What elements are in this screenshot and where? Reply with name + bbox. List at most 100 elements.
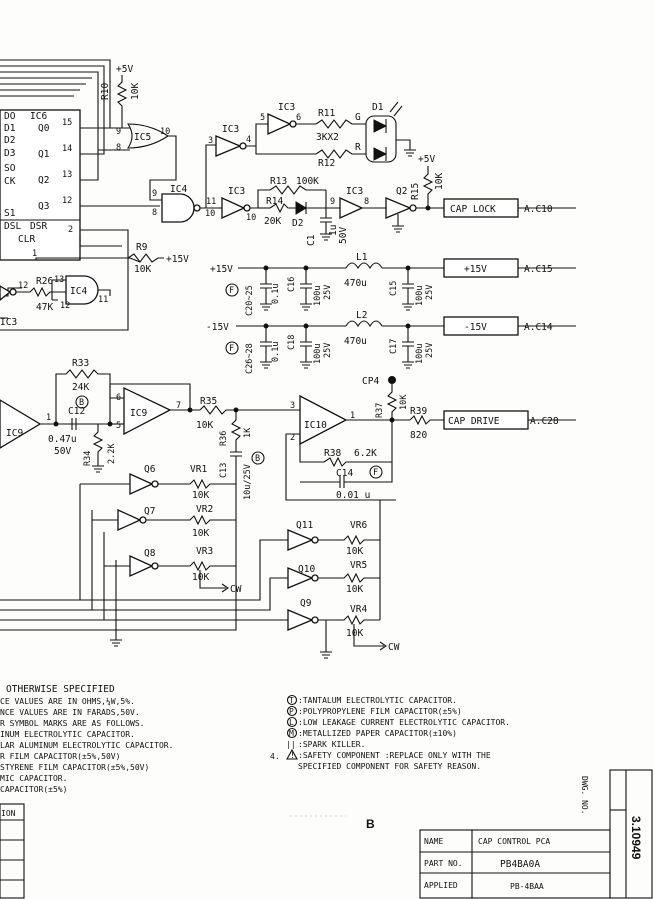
svg-text:R14: R14 — [266, 196, 283, 207]
svg-text:0.1u: 0.1u — [271, 284, 281, 304]
power-filter-15v: +15V C20~25 0.1u F C16 100u 25V L1 470u … — [210, 252, 444, 316]
title-part-number: PB4BA0A — [500, 859, 540, 870]
svg-text:VR1: VR1 — [190, 464, 207, 475]
svg-text:10K: 10K — [130, 83, 141, 100]
svg-text::TANTALUM ELECTROLYTIC CAPACIT: :TANTALUM ELECTROLYTIC CAPACITOR. — [298, 696, 457, 705]
svg-text:CAP DRIVE: CAP DRIVE — [448, 416, 500, 427]
svg-text:C18: C18 — [287, 335, 297, 350]
ic5-or-gate — [126, 123, 169, 149]
svg-text:B: B — [255, 454, 260, 464]
svg-text:Q6: Q6 — [144, 464, 156, 475]
svg-text:APPLIED: APPLIED — [424, 881, 458, 890]
svg-text:100u: 100u — [415, 286, 425, 306]
svg-text:R36: R36 — [219, 431, 229, 446]
svg-text:F: F — [373, 468, 378, 478]
svg-text::LOW LEAKAGE CURRENT ELECTROLY: :LOW LEAKAGE CURRENT ELECTROLYTIC CAPACI… — [298, 718, 510, 727]
svg-text:2: 2 — [68, 225, 73, 235]
svg-text:C14: C14 — [336, 468, 353, 479]
svg-text:10K: 10K — [346, 546, 363, 557]
svg-text:Q10: Q10 — [298, 564, 315, 575]
svg-text:DO: DO — [4, 111, 16, 122]
svg-text:C12: C12 — [68, 406, 85, 417]
svg-text:Q11: Q11 — [296, 520, 313, 531]
svg-text:Q7: Q7 — [144, 506, 155, 517]
svg-text:NAME: NAME — [424, 837, 443, 846]
svg-text:DWG. NO.: DWG. NO. — [580, 776, 589, 815]
svg-text:A.C14: A.C14 — [524, 322, 553, 333]
svg-text:9: 9 — [152, 189, 157, 199]
svg-text:4.: 4. — [270, 752, 280, 761]
svg-text:5: 5 — [116, 421, 121, 431]
svg-text:F: F — [229, 286, 234, 296]
svg-text:R11: R11 — [318, 108, 335, 119]
svg-text:13: 13 — [54, 275, 64, 285]
svg-text:A.C10: A.C10 — [524, 204, 553, 215]
svg-text:1K: 1K — [243, 427, 253, 438]
svg-text:DSR: DSR — [30, 221, 47, 232]
svg-text:M: M — [289, 729, 294, 738]
svg-text:||: || — [286, 740, 296, 749]
svg-text:10K: 10K — [346, 628, 363, 639]
svg-text:Q9: Q9 — [300, 598, 312, 609]
svg-text:11: 11 — [98, 295, 108, 305]
connector-cap-lock: CAP LOCK A.C10 — [443, 198, 576, 218]
svg-text:R SYMBOL MARKS ARE AS FOLLOWS.: R SYMBOL MARKS ARE AS FOLLOWS. — [0, 719, 145, 728]
svg-text:F: F — [229, 344, 234, 354]
svg-text:R FILM CAPACITOR(±5%,50V): R FILM CAPACITOR(±5%,50V) — [0, 752, 120, 761]
svg-text:NCE VALUES ARE IN FARADS,50V.: NCE VALUES ARE IN FARADS,50V. — [0, 708, 140, 717]
svg-text:8: 8 — [152, 208, 157, 218]
ic9-integrator: IC9 1 R33 24K C12 B 0.47u 50V R34 2.2K I… — [0, 358, 300, 500]
svg-text:C26~28: C26~28 — [245, 343, 255, 374]
svg-text:0.47u: 0.47u — [48, 434, 77, 445]
svg-text:Q2: Q2 — [396, 186, 407, 197]
svg-text:D1: D1 — [372, 102, 384, 113]
svg-text:100u: 100u — [313, 286, 323, 306]
svg-text:STYRENE FILM CAPACITOR(±5%,50V: STYRENE FILM CAPACITOR(±5%,50V) — [0, 763, 149, 772]
svg-text:4: 4 — [246, 135, 251, 145]
svg-text:R9: R9 — [136, 242, 148, 253]
connector-minus15: -15V A.C14 — [443, 316, 576, 336]
svg-text:0.01 u: 0.01 u — [336, 490, 370, 501]
svg-text:+15V: +15V — [464, 264, 487, 275]
svg-text:CW: CW — [388, 642, 400, 653]
svg-text:D2: D2 — [4, 135, 15, 146]
svg-text:3: 3 — [208, 136, 213, 146]
svg-text:6: 6 — [116, 393, 121, 403]
svg-text:L1: L1 — [356, 252, 368, 263]
svg-text:10: 10 — [205, 209, 215, 219]
svg-text:R15: R15 — [410, 183, 421, 200]
svg-text:10K: 10K — [192, 528, 209, 539]
svg-text:SO: SO — [4, 163, 16, 174]
ic4-nand-gate: IC4 9 8 10 — [152, 144, 218, 223]
svg-text:R34: R34 — [83, 451, 93, 466]
svg-text:5: 5 — [260, 113, 265, 123]
title-name: CAP CONTROL PCA — [478, 837, 550, 846]
svg-text:R38: R38 — [324, 448, 341, 459]
svg-text:ION: ION — [1, 809, 16, 818]
svg-text:R35: R35 — [200, 396, 217, 407]
svg-text:10K: 10K — [346, 584, 363, 595]
svg-text:CAP LOCK: CAP LOCK — [450, 204, 496, 215]
svg-text:7: 7 — [176, 401, 181, 411]
svg-text:10u/25V: 10u/25V — [243, 464, 253, 500]
svg-text:PB-4BAA: PB-4BAA — [510, 882, 544, 891]
svg-text:L2: L2 — [356, 310, 367, 321]
svg-text:100K: 100K — [296, 176, 319, 187]
svg-text:10K: 10K — [434, 173, 445, 190]
svg-text:!: ! — [290, 751, 295, 760]
svg-text:IC9: IC9 — [130, 408, 147, 419]
svg-text:10K: 10K — [399, 394, 409, 410]
svg-text:1u: 1u — [328, 225, 339, 236]
svg-text:C1: C1 — [306, 234, 317, 246]
svg-text:R13: R13 — [270, 176, 287, 187]
svg-text:VR2: VR2 — [196, 504, 213, 515]
svg-text:IC3: IC3 — [346, 186, 363, 197]
svg-text:50V: 50V — [338, 227, 349, 244]
svg-text:R12: R12 — [318, 158, 335, 169]
svg-text:IC4: IC4 — [170, 184, 187, 195]
q9-q11-switch-bank: Q11 Q10 Q9 VR6 10K VR5 10K VR4 10K CW — [0, 500, 400, 659]
svg-text:11: 11 — [206, 197, 216, 207]
svg-text:Q2: Q2 — [38, 175, 49, 186]
svg-text:R: R — [355, 142, 361, 153]
